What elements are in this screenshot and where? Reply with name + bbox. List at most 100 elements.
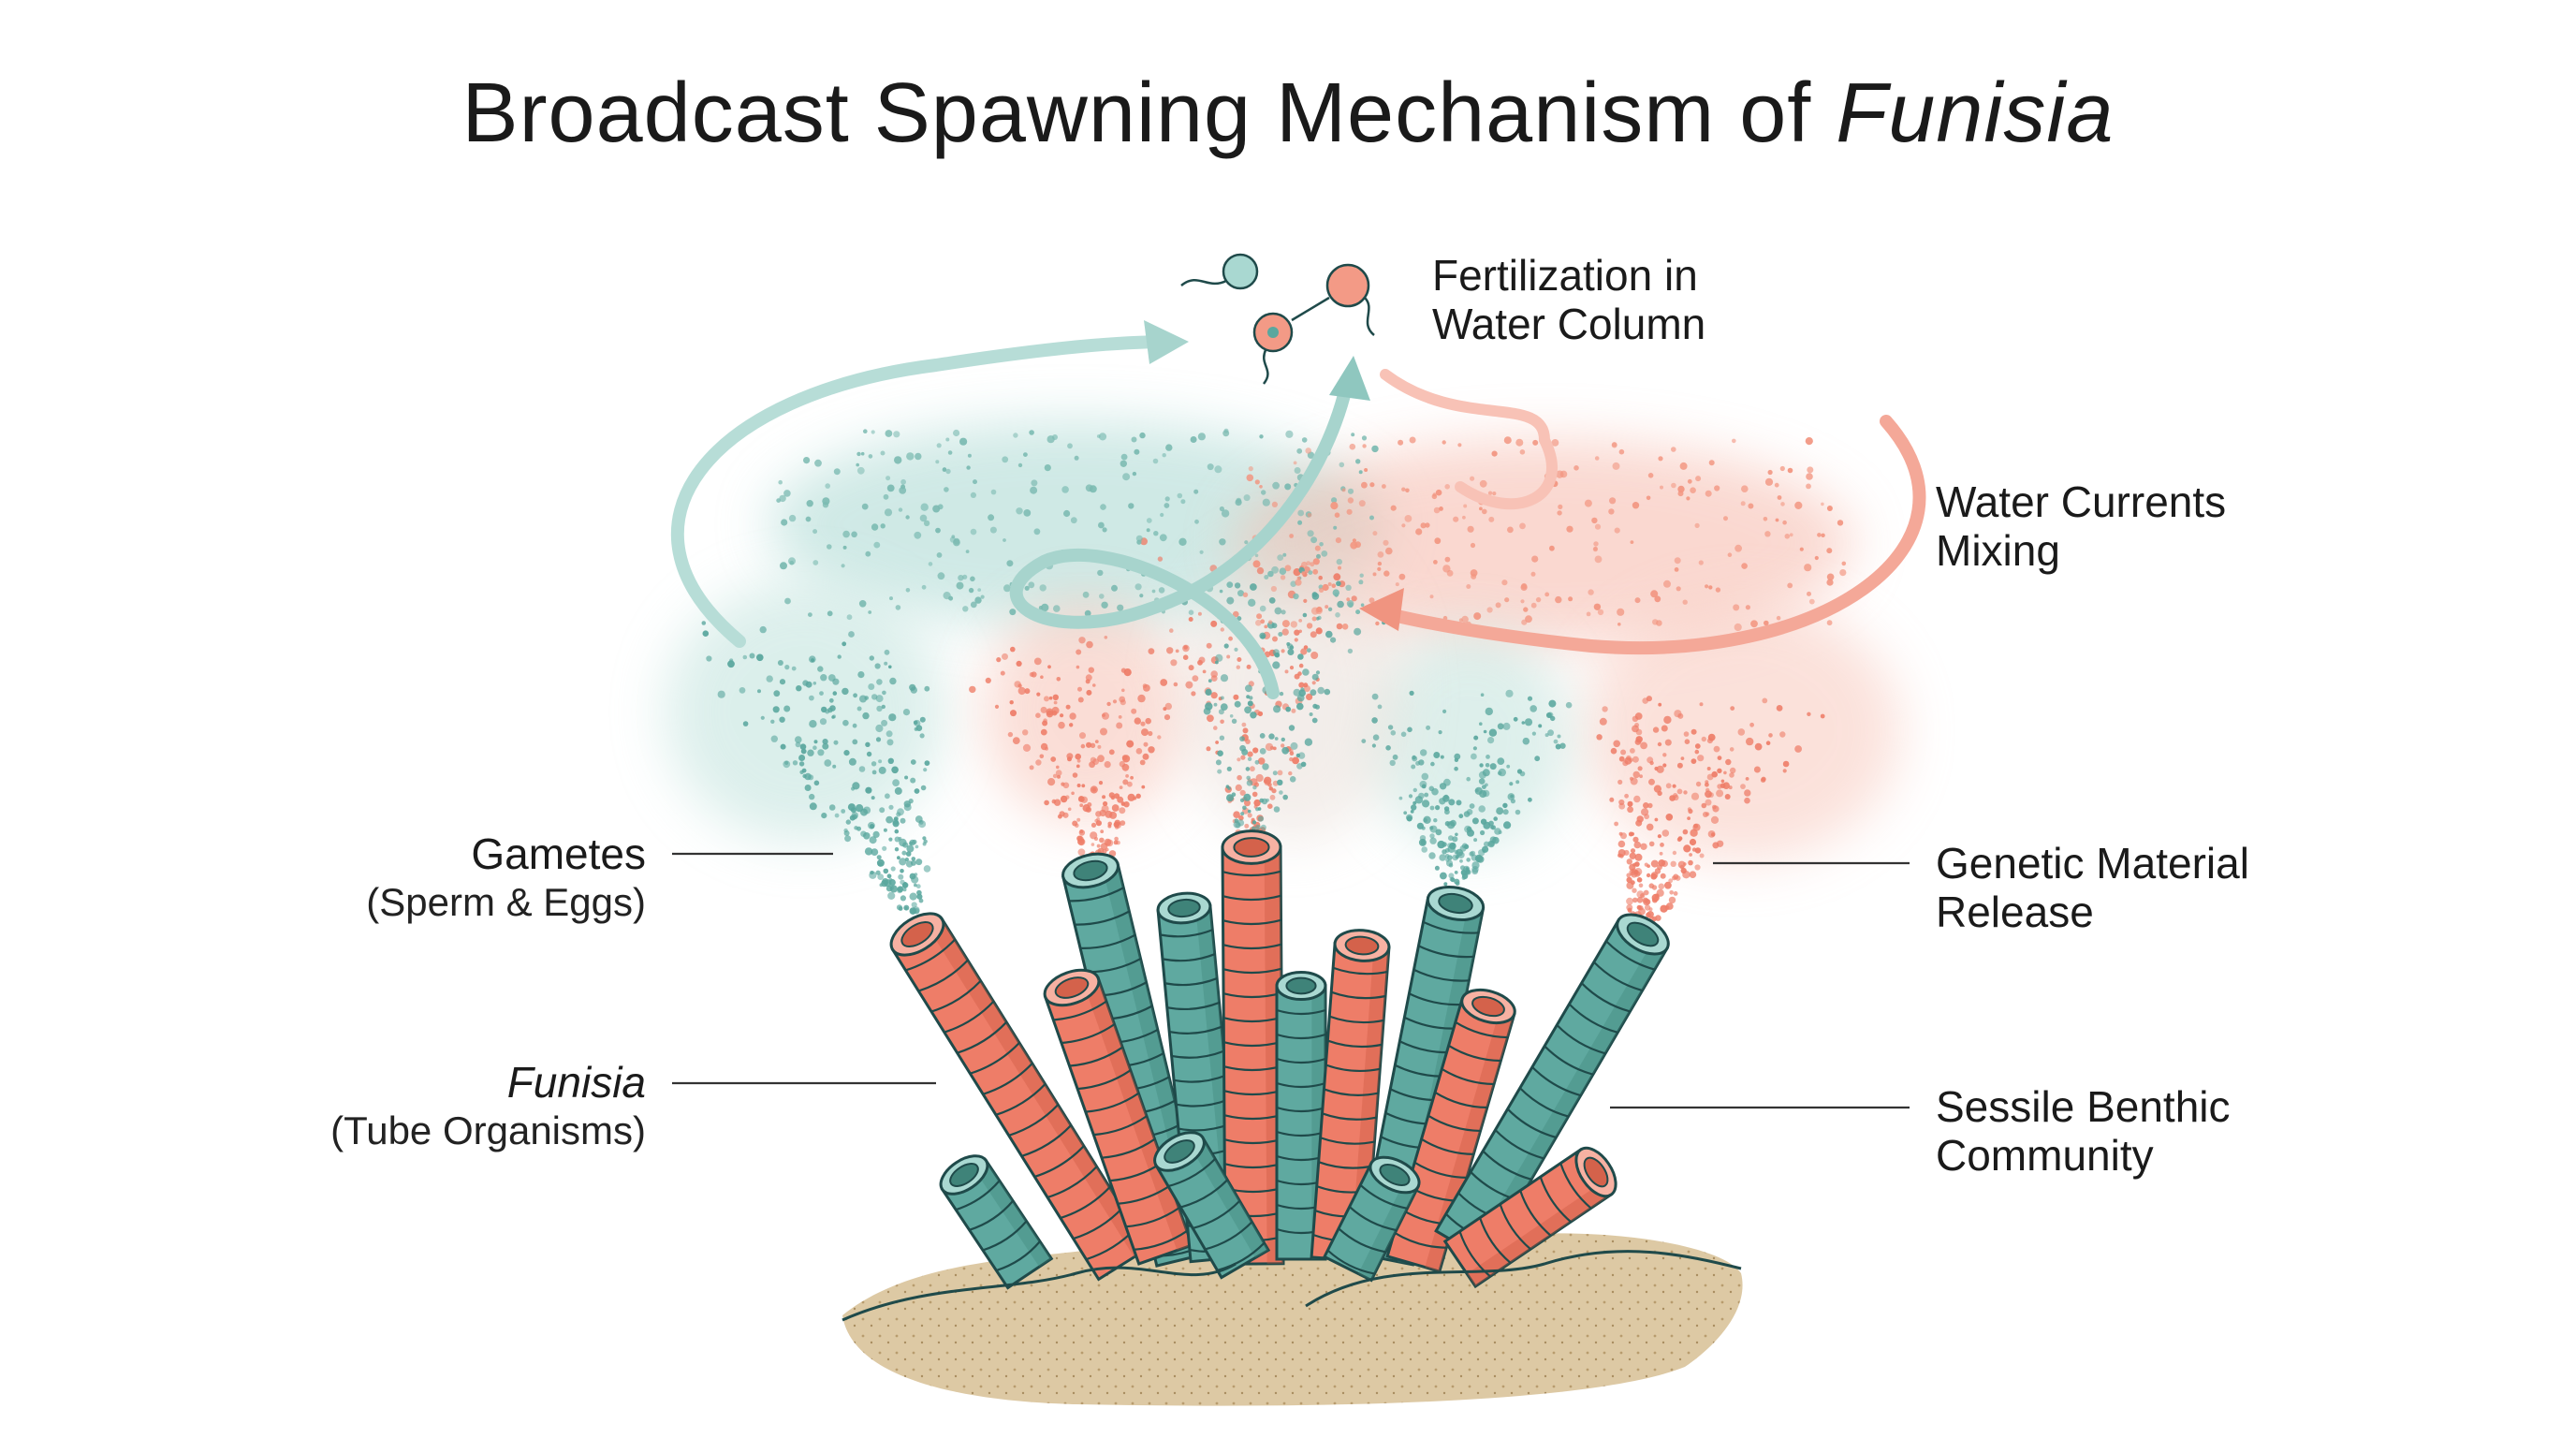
gamete-dot [1457, 443, 1462, 448]
gamete-dot [1480, 829, 1486, 836]
gamete-dot [1039, 754, 1045, 759]
gamete-dot [1220, 696, 1224, 700]
gamete-dot [1448, 862, 1454, 868]
gamete-dot [1618, 756, 1625, 762]
gamete-dot [1234, 700, 1241, 708]
gamete-dot [1048, 696, 1053, 700]
gamete-dot [1208, 679, 1212, 683]
gamete-dot [1454, 753, 1461, 760]
gamete-dot [985, 677, 991, 684]
gamete-dot [1593, 546, 1598, 551]
gamete-dot [1646, 823, 1654, 831]
gamete-dot [1151, 589, 1156, 594]
gamete-dot [1588, 589, 1594, 595]
gamete-dot [1530, 602, 1537, 609]
gamete-dot [919, 514, 928, 522]
gamete-dot [1470, 476, 1475, 481]
gamete-dot [1302, 612, 1308, 618]
gamete-dot [1072, 772, 1078, 778]
gamete-dot [1555, 743, 1561, 750]
gamete-dot [947, 450, 953, 455]
gamete-dot [1000, 670, 1005, 676]
gamete-dot [1545, 712, 1552, 718]
gamete-dot [1613, 740, 1620, 748]
gamete-dot [1705, 780, 1709, 785]
gamete-dot [1634, 597, 1641, 604]
gamete-dot [1454, 849, 1459, 855]
gamete-dot [1074, 455, 1079, 461]
gamete-dot [817, 666, 824, 672]
gamete-dot [1453, 516, 1459, 522]
gamete-dot [1695, 781, 1702, 787]
gamete-dot [1371, 693, 1379, 700]
gamete-dot [1464, 825, 1471, 833]
gamete-dot [1236, 665, 1241, 669]
gamete-dot [822, 742, 829, 750]
gamete-dot [1333, 525, 1338, 530]
gamete-dot [1722, 782, 1730, 789]
gamete-dot [789, 560, 795, 565]
gamete-dot [1650, 859, 1659, 868]
gamete-dot [901, 882, 908, 888]
gamete-dot [886, 873, 892, 879]
gamete-dot [1289, 756, 1294, 762]
gamete-dot [1040, 675, 1044, 679]
gamete-dot [1086, 640, 1093, 649]
gamete-dot [1268, 597, 1276, 604]
gamete-dot [1676, 586, 1681, 592]
gamete-dot [1669, 890, 1674, 895]
gamete-dot [1245, 739, 1251, 744]
gamete-dot [1282, 552, 1287, 557]
gamete-dot [1673, 891, 1678, 896]
gamete-dot [1346, 508, 1353, 515]
gamete-dot [1478, 778, 1486, 785]
gamete-dot [1634, 723, 1640, 727]
gamete-dot [1164, 714, 1171, 721]
gamete-dot [1476, 856, 1485, 863]
gamete-dot [1220, 674, 1229, 682]
gamete-dot [1443, 806, 1450, 812]
gamete-dot [1311, 673, 1319, 681]
gamete-dot [1556, 470, 1564, 478]
gamete-dot [1369, 482, 1375, 488]
gamete-dot [1687, 478, 1692, 484]
gamete-dot [1029, 765, 1034, 770]
gamete-dot [1665, 783, 1672, 789]
gamete-dot [1632, 756, 1639, 763]
gamete-dot [914, 883, 917, 888]
gamete-dot [1672, 850, 1677, 856]
gamete-dot [1505, 689, 1514, 697]
gamete-dot [1629, 863, 1636, 872]
gamete-dot [1670, 860, 1676, 867]
gamete-dot [1303, 684, 1310, 693]
gamete-dot [904, 858, 910, 862]
gamete-dot [1297, 671, 1302, 676]
gamete-dot [1243, 494, 1251, 502]
gamete-dot [1310, 607, 1320, 615]
gamete-dot [916, 893, 923, 900]
gamete-dot [1482, 845, 1489, 853]
gamete-dot [1206, 746, 1211, 752]
gamete-dot [1278, 632, 1283, 637]
gamete-dot [1307, 648, 1311, 653]
gamete-dot [869, 655, 874, 661]
gamete-dot [1081, 784, 1086, 788]
gamete-dot [851, 531, 857, 538]
gamete-dot [906, 844, 915, 853]
gamete-dot [1291, 708, 1296, 713]
gamete-dot [825, 709, 830, 714]
gamete-dot [1315, 627, 1323, 635]
gamete-dot [1118, 715, 1122, 719]
gamete-dot [1779, 465, 1785, 472]
gamete-dot [1691, 847, 1697, 852]
gamete-dot [1056, 765, 1060, 770]
gamete-dot [1284, 565, 1292, 572]
gamete-dot [1361, 435, 1368, 441]
gamete-dot [1609, 497, 1617, 505]
gamete-dot [1767, 469, 1773, 476]
gamete-dot [1285, 706, 1292, 712]
gamete-dot [1244, 823, 1250, 829]
sessile-line2: Community [1936, 1131, 2154, 1180]
gamete-dot [1134, 448, 1140, 455]
water-current-arrows [671, 320, 1926, 699]
